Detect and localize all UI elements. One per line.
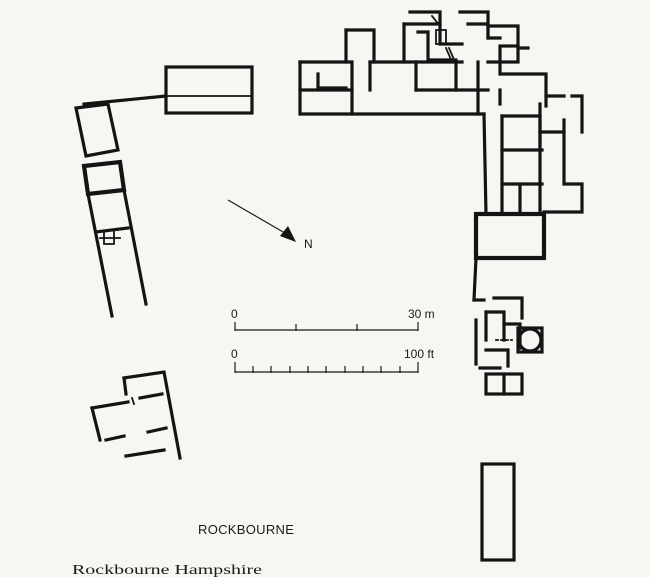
north-range-bath-outer: [408, 10, 464, 46]
west-range-room-2: [81, 159, 127, 197]
southwest-building-north-wall: [90, 400, 130, 410]
east-range: [472, 102, 584, 302]
north-range-projecting-room: [344, 28, 376, 64]
west-range-west-wall: [86, 192, 114, 318]
north-label: N: [304, 237, 313, 251]
southwest-building-pier: [130, 396, 136, 406]
scale-metric-start-label: 0: [231, 307, 238, 321]
scale-bar-imperial: 0 100 ft: [231, 347, 435, 373]
east-range-continuation: [472, 256, 478, 302]
north-range-corner-room: [486, 60, 548, 108]
bath-suite-wall-b: [492, 296, 524, 320]
southwest-building-outer-wall: [122, 370, 182, 460]
southwest-building-west-wall: [90, 406, 102, 442]
southeast-bath-suite: [472, 296, 544, 396]
bath-suite-circular-room: [517, 327, 543, 353]
west-range-east-wall: [122, 188, 148, 306]
west-range: [74, 65, 254, 318]
north-range-bath-cell: [498, 44, 520, 64]
west-range-room-1: [74, 102, 120, 158]
scale-imperial-start-label: 0: [231, 347, 238, 361]
north-range-room-a: [316, 72, 348, 90]
west-range-north-room: [164, 65, 254, 115]
north-range: [298, 10, 584, 134]
southwest-building: [90, 370, 182, 460]
east-range-room-1: [500, 114, 542, 152]
north-range-bath-inner: [416, 30, 458, 92]
north-arrow-head: [280, 226, 296, 242]
north-arrow-shaft: [227, 199, 291, 237]
north-range-bath-plunge: [435, 29, 447, 45]
scale-imperial-end-label: 100 ft: [404, 347, 435, 361]
figure-caption-fragment: Rockbourne Hampshire: [72, 563, 262, 577]
southwest-building-stub-a: [122, 376, 128, 396]
north-range-bath-detail-a: [444, 46, 454, 64]
west-range-corridor-wall: [82, 94, 168, 106]
north-range-bath-room-e: [486, 24, 530, 50]
north-arrow: N: [227, 199, 313, 251]
north-range-corner-wall-b: [570, 94, 584, 134]
scale-metric-end-label: 30 m: [408, 307, 435, 321]
west-range-crosswall: [94, 226, 130, 234]
bath-suite-circular-room-frame: [516, 326, 544, 354]
north-range-bath-drain: [430, 14, 442, 28]
north-range-south-wall: [298, 60, 486, 116]
southwest-building-inner-wall-c: [146, 426, 168, 434]
southwest-building-inner-wall-b: [104, 434, 126, 442]
bath-suite-room-1: [484, 310, 506, 342]
site-name-label: ROCKBOURNE: [198, 522, 294, 537]
southwest-building-inner-wall-a: [138, 392, 164, 400]
east-range-west-wall: [482, 112, 488, 216]
east-range-projecting-room: [542, 118, 584, 214]
bath-suite-room-3: [484, 348, 510, 368]
scale-bar-metric: 0 30 m: [231, 307, 435, 331]
north-range-room-b: [368, 60, 418, 92]
east-range-large-room: [473, 211, 547, 261]
north-range-bath-detail-b: [447, 46, 457, 64]
south-isolated-building: [480, 462, 516, 562]
southwest-building-south-wall: [124, 448, 166, 458]
